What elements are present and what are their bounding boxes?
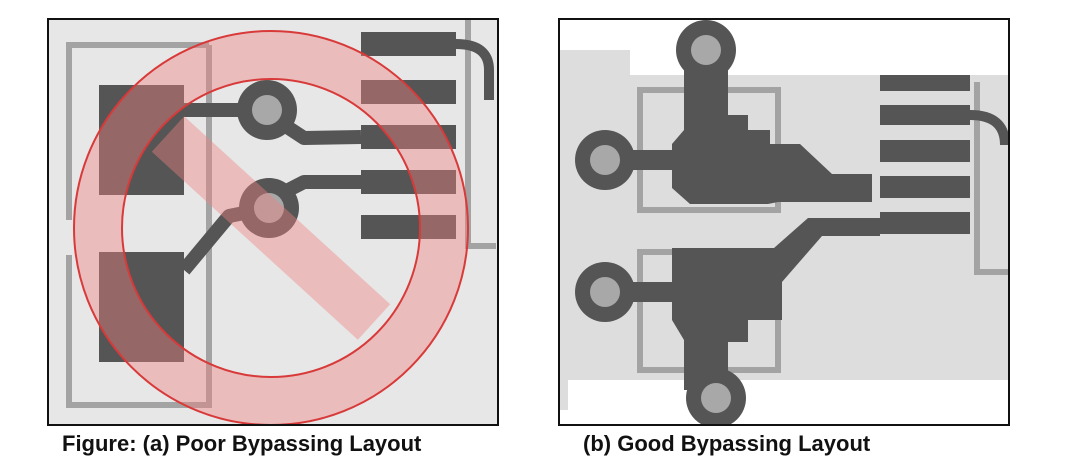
ic-pins: [880, 75, 970, 234]
via-left-lower: [575, 262, 635, 322]
poor-layout-drawing: [66, 20, 496, 424]
capacitor-pad-top: [99, 85, 184, 195]
via-top: [676, 20, 736, 80]
caption-poor-layout: Figure: (a) Poor Bypassing Layout: [62, 431, 422, 456]
caption-good-layout: (b) Good Bypassing Layout: [583, 431, 871, 456]
silkscreen-outline: [66, 42, 212, 408]
via-top: [237, 80, 297, 140]
capacitor-plane-bottom: [672, 218, 880, 390]
poor-layout-panel: [47, 18, 499, 426]
via-middle: [239, 178, 299, 238]
capacitor-pad-bottom: [99, 252, 184, 362]
pin-trace-bend: [969, 110, 1008, 146]
ic-pins: [361, 32, 456, 239]
capacitor-plane-top: [672, 50, 872, 204]
via-left-upper: [575, 130, 635, 190]
good-layout-drawing: [560, 20, 1008, 424]
good-layout-panel: [558, 18, 1010, 426]
pin-trace-bend: [455, 39, 494, 100]
via-bottom: [686, 368, 746, 424]
connector-outline: [974, 82, 1008, 275]
prohibition-icon: [73, 30, 469, 424]
